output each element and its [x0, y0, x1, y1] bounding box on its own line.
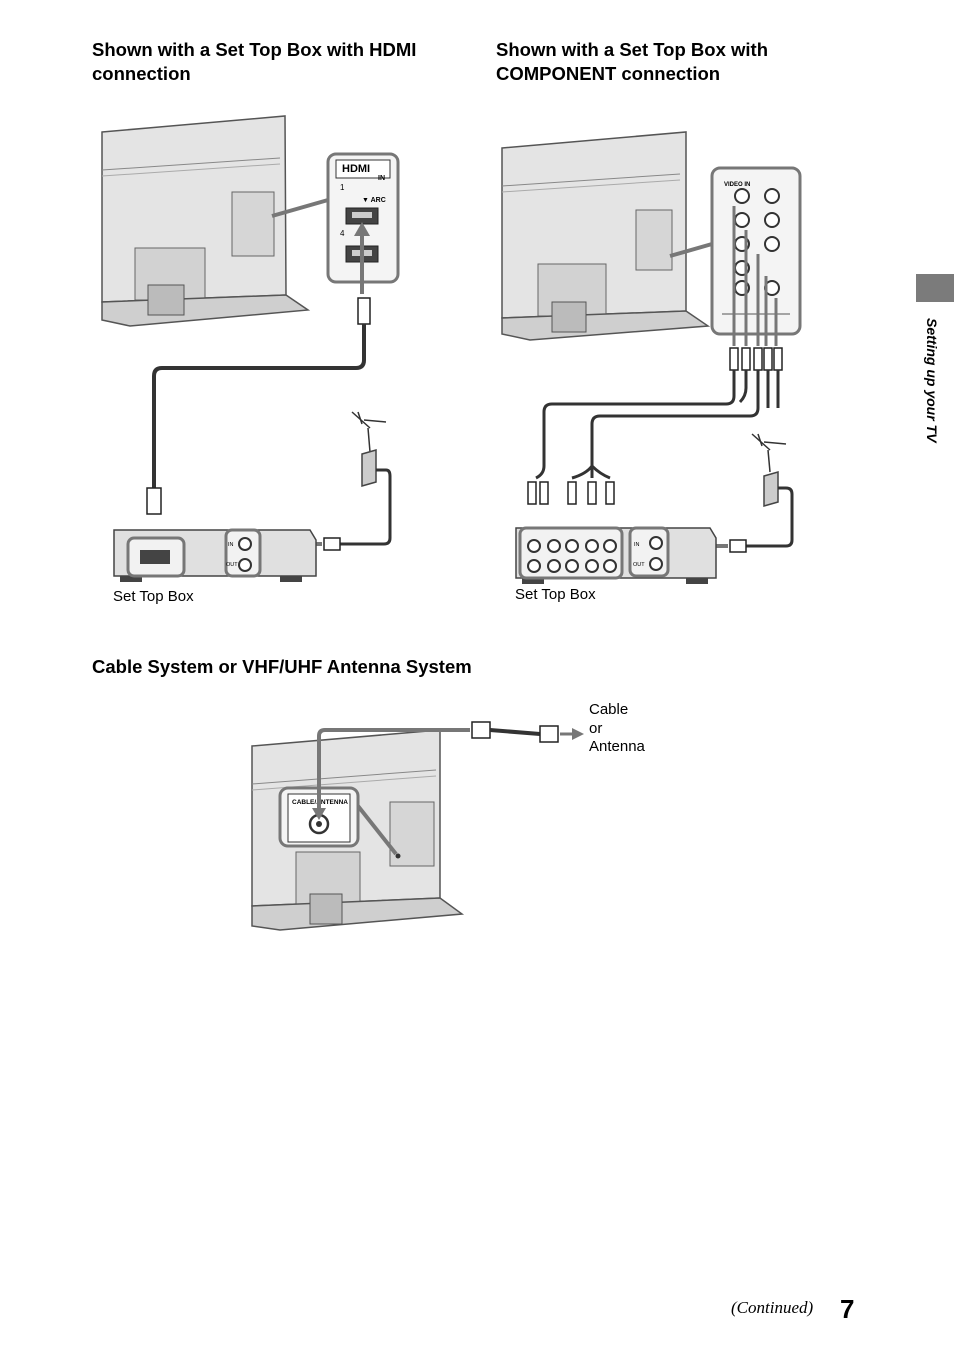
set-top-box-label-component: Set Top Box	[515, 586, 596, 603]
stb-out-label: OUT	[226, 562, 238, 568]
hdmi-logo-text: HDMI	[342, 163, 370, 175]
heading-cable-antenna-system: Cable System or VHF/UHF Antenna System	[92, 656, 472, 677]
tv-back-illustration	[501, 131, 711, 341]
hdmi-port-panel: HDMI IN 1 ▼ ARC 4	[326, 152, 400, 284]
tv-back-illustration	[101, 115, 311, 327]
hdmi-port-4-label: 4	[340, 229, 345, 238]
video-in-port-panel: VIDEO IN	[710, 166, 802, 336]
stb-in-label: IN	[634, 542, 640, 548]
hdmi-port-1-label: 1	[340, 183, 345, 192]
antenna-icon	[751, 433, 787, 507]
hdmi-connection-diagram: HDMI IN 1 ▼ ARC 4 IN OUT	[101, 115, 400, 582]
stb-in-label: IN	[228, 542, 234, 548]
hdmi-in-label: IN	[378, 175, 385, 182]
stb-out-label: OUT	[633, 562, 645, 568]
set-top-box-hdmi: IN OUT	[113, 528, 317, 582]
page-number: 7	[840, 1294, 855, 1324]
hdmi-arc-label: ▼ ARC	[362, 197, 386, 204]
continued-note: (Continued)	[731, 1298, 814, 1317]
set-top-box-component: IN OUT	[515, 526, 717, 584]
antenna-icon	[351, 411, 387, 487]
component-connection-diagram: VIDEO IN	[501, 131, 802, 584]
cable-antenna-diagram: CABLE/ANTENNA	[251, 721, 584, 931]
set-top-box-label-hdmi: Set Top Box	[113, 588, 194, 605]
heading-hdmi-connection: Shown with a Set Top Box with HDMI conne…	[92, 39, 417, 84]
section-title-vertical: Setting up your TV	[924, 318, 940, 443]
section-tab-marker	[916, 274, 954, 302]
heading-component-connection: Shown with a Set Top Box with COMPONENT …	[496, 39, 769, 84]
video-in-label: VIDEO IN	[724, 182, 750, 188]
cable-or-antenna-label: Cable or Antenna	[589, 701, 645, 755]
